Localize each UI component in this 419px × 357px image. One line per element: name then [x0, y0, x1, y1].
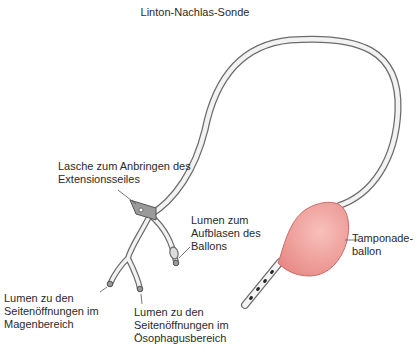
tip-tube: [245, 262, 280, 305]
lumen-end: [173, 260, 179, 266]
lumen-branch: [110, 215, 150, 289]
lumen-end: [107, 281, 113, 287]
part-label: Lumen zu den Seitenöffnungen im Magenber…: [4, 292, 108, 331]
part-label: Lasche zum Anbringen des Extensionsseile…: [58, 160, 198, 186]
part-label: Tamponade- ballon: [352, 232, 416, 258]
tube: [150, 39, 398, 215]
tab: [130, 200, 156, 220]
tip-tube-inner: [245, 262, 280, 305]
tube-inner: [150, 39, 398, 215]
tab-hole: [139, 208, 143, 212]
lumen-end: [137, 286, 143, 292]
lumen-branch-inner: [110, 215, 150, 289]
side-holes: [248, 269, 274, 300]
tamponade-balloon: [278, 202, 349, 276]
part-label: Lumen zu den Seitenöffnungen im Ösophagu…: [134, 306, 238, 345]
leader-lines: [100, 190, 358, 304]
inflation-bulb: [169, 246, 180, 260]
part-label: Lumen zum Aufblasen des Ballons: [191, 214, 273, 253]
diagram-title: Linton-Nachlas-Sonde: [0, 6, 390, 19]
